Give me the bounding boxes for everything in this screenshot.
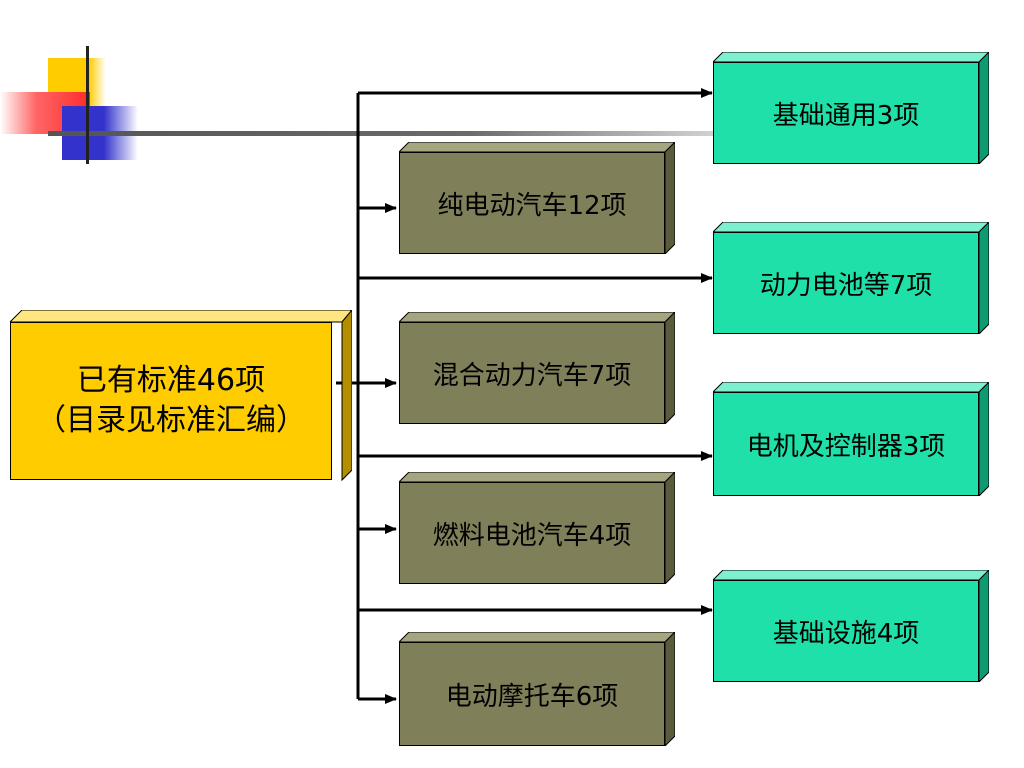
component-label: 基础通用3项 — [772, 100, 920, 131]
bevel — [713, 52, 989, 164]
category-label: 电动摩托车6项 — [445, 681, 619, 712]
component-box-general: 基础通用3项 — [713, 52, 989, 164]
bevel — [713, 570, 989, 682]
category-label: 纯电动汽车12项 — [437, 190, 627, 221]
deco-horizontal-rule — [48, 131, 748, 136]
category-box-motorcycle: 电动摩托车6项 — [399, 632, 675, 746]
root-line2: （目录见标准汇编） — [36, 403, 306, 438]
bevel — [399, 142, 675, 254]
root-line1: 已有标准46项 — [76, 363, 266, 398]
component-box-battery: 动力电池等7项 — [713, 222, 989, 334]
root-bevel — [10, 310, 352, 482]
deco-vertical-rule — [86, 46, 89, 164]
category-box-pure-ev: 纯电动汽车12项 — [399, 142, 675, 254]
root-box: 已有标准46项 （目录见标准汇编） — [10, 310, 352, 482]
bevel — [399, 632, 675, 746]
component-box-infrastructure: 基础设施4项 — [713, 570, 989, 682]
component-box-motor: 电机及控制器3项 — [713, 382, 989, 496]
category-label: 混合动力汽车7项 — [432, 360, 632, 391]
category-box-hybrid: 混合动力汽车7项 — [399, 312, 675, 424]
bevel — [713, 222, 989, 334]
component-label: 基础设施4项 — [772, 618, 920, 649]
component-label: 动力电池等7项 — [759, 270, 933, 301]
component-label: 电机及控制器3项 — [746, 431, 946, 462]
category-box-fuel-cell: 燃料电池汽车4项 — [399, 472, 675, 584]
category-label: 燃料电池汽车4项 — [432, 520, 632, 551]
